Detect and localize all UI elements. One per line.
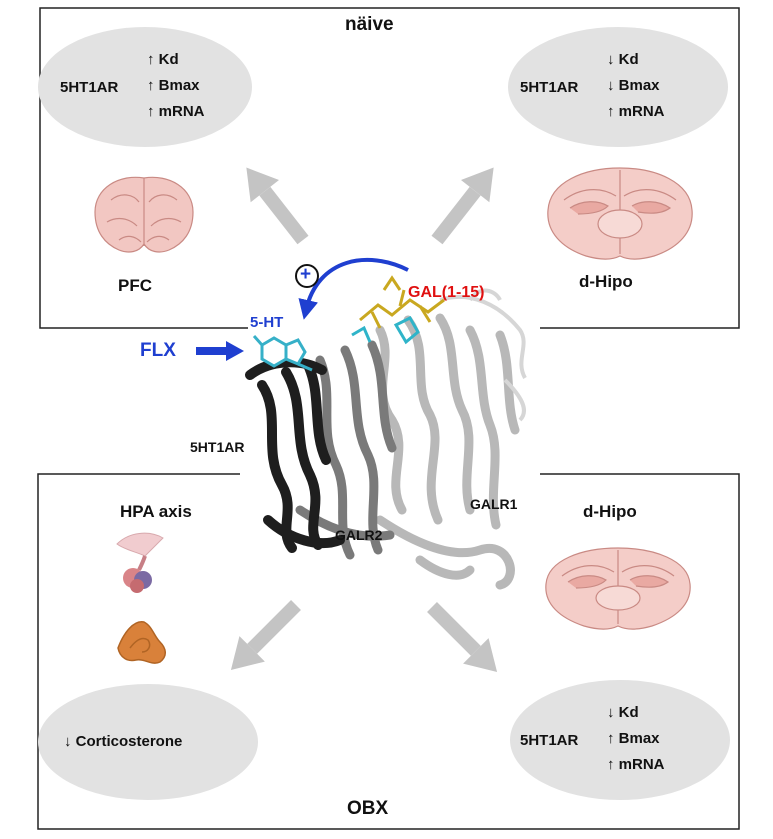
arrow-to-hippo-top (431, 167, 494, 245)
top-hippo-label: d-Hipo (579, 272, 633, 291)
top-left-kd: ↑ Kd (147, 51, 179, 68)
serotonin-molecule (252, 335, 313, 372)
arrow-to-pfc (246, 167, 309, 245)
galr2-label: GALR2 (335, 527, 383, 543)
top-right-bmax: ↓ Bmax (607, 77, 660, 94)
bottom-right-mrna: ↑ mRNA (607, 756, 665, 773)
bottom-right-changes: ↓ Kd ↑ Bmax ↑ mRNA (607, 700, 665, 778)
5ht1ar-label: 5HT1AR (190, 439, 245, 455)
pfc-label: PFC (118, 276, 152, 295)
top-left-mrna: ↑ mRNA (147, 103, 205, 120)
gal-peptide-label: GAL(1-15) (408, 284, 485, 301)
flx-label: FLX (140, 340, 176, 361)
pfc-brain-icon (94, 176, 194, 253)
plus-sign-icon (295, 264, 319, 288)
blue-curved-arrow (298, 257, 409, 320)
plus-sign-text: + (300, 264, 312, 285)
bottom-left-ellipse (38, 684, 258, 800)
galr1-label: GALR1 (470, 496, 518, 512)
adrenal-icon (117, 621, 166, 664)
arrow-to-hippo-bottom (427, 602, 498, 673)
flx-arrow (196, 341, 244, 361)
bottom-panel-border (37, 473, 740, 830)
arrow-to-corticosterone (230, 600, 301, 671)
top-left-changes: ↑ Kd ↑ Bmax ↑ mRNA (147, 47, 205, 125)
corticosterone-effect: ↓ Corticosterone (64, 733, 183, 750)
bottom-right-kd: ↓ Kd (607, 704, 639, 721)
top-right-receptor: 5HT1AR (520, 79, 579, 96)
top-panel-border (39, 7, 740, 329)
5ht1ar-structure (245, 357, 345, 553)
top-right-ellipse (508, 27, 728, 147)
protein-complex (245, 275, 527, 590)
top-right-changes: ↓ Kd ↓ Bmax ↑ mRNA (607, 47, 665, 125)
gal-peptide-structure (359, 275, 445, 329)
top-right-kd: ↓ Kd (607, 51, 639, 68)
bottom-right-ellipse (510, 680, 730, 800)
pituitary-icon (116, 532, 164, 593)
galr1-structure (375, 313, 520, 590)
bottom-right-bmax: ↑ Bmax (607, 730, 660, 747)
hippo-brain-icon-top (547, 167, 693, 260)
top-left-bmax: ↑ Bmax (147, 77, 200, 94)
bottom-hippo-label: d-Hipo (583, 502, 637, 521)
top-right-mrna: ↑ mRNA (607, 103, 665, 120)
bottom-right-receptor: 5HT1AR (520, 732, 579, 749)
serotonin-label: 5-HT (250, 314, 284, 331)
top-left-receptor: 5HT1AR (60, 79, 119, 96)
hpa-axis-label: HPA axis (120, 502, 192, 521)
bottom-panel-title: OBX (347, 798, 389, 819)
hippo-brain-icon-bottom (545, 547, 691, 630)
top-left-ellipse (38, 27, 252, 147)
gray-arrows (230, 167, 498, 673)
top-panel-title: näive (345, 14, 394, 35)
galr2-structure (295, 340, 397, 560)
ligand-sticks (351, 316, 420, 345)
